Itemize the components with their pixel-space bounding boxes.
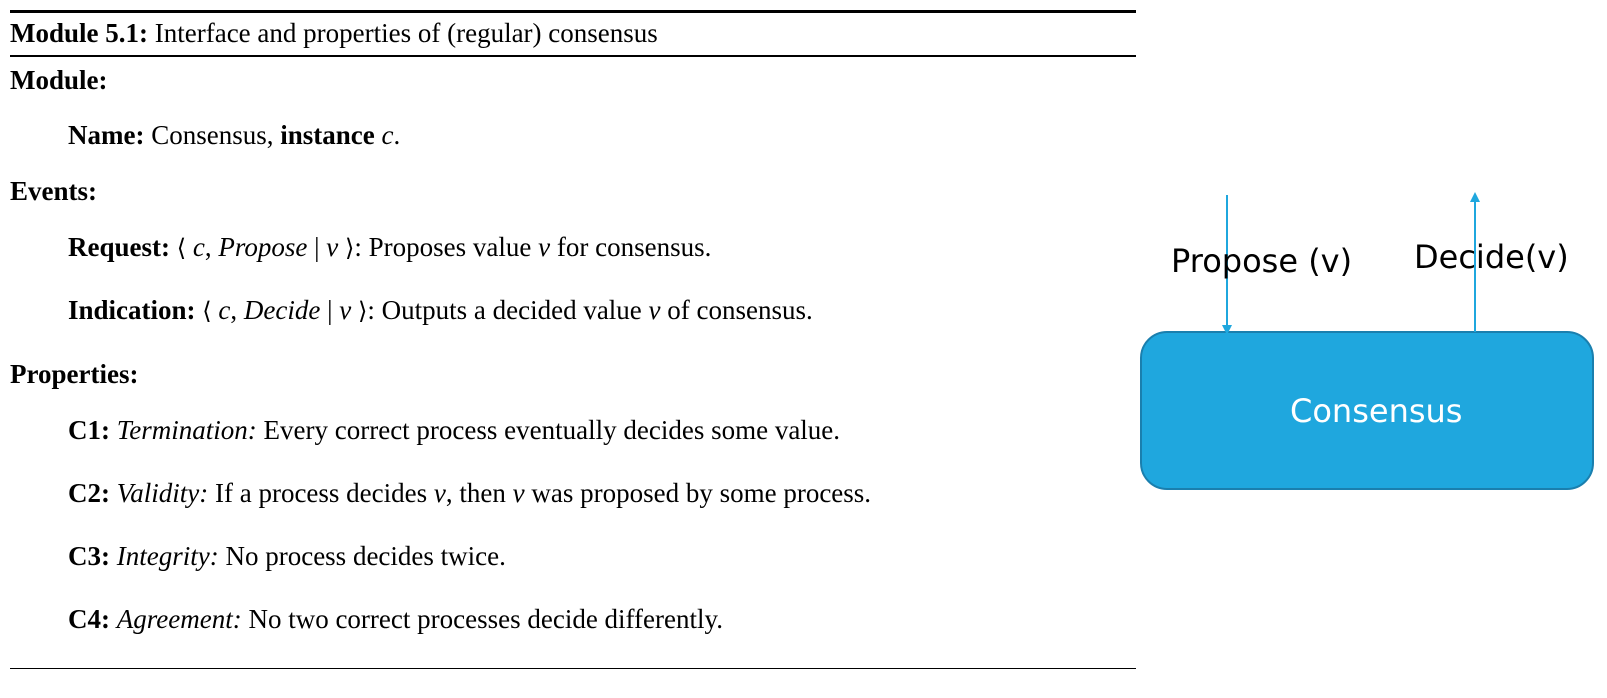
module-caption: Module 5.1: Interface and properties of …	[10, 13, 1136, 55]
instance-label: instance	[280, 119, 375, 150]
property-id: C2:	[68, 477, 110, 508]
indication-line: Indication: ⟨ c, Decide | v ⟩: Outputs a…	[68, 294, 813, 325]
module-heading: Module:	[10, 64, 108, 95]
property-text: Every correct process eventually decides…	[263, 414, 841, 445]
property-c3: C3: Integrity: No process decides twice.	[68, 539, 1136, 573]
top-rule	[10, 10, 1136, 13]
property-var-2: v	[512, 477, 525, 508]
instance-var: c	[381, 119, 394, 150]
property-var-1: v	[433, 477, 446, 508]
property-text-1: If a process decides	[214, 477, 428, 508]
request-label: Request:	[68, 231, 170, 262]
indication-event: Decide	[243, 294, 321, 325]
bottom-rule	[10, 667, 1136, 669]
property-id: C1:	[68, 414, 110, 445]
consensus-box-label: Consensus	[1290, 392, 1463, 430]
property-id: C3:	[68, 540, 110, 571]
indication-desc-2: of consensus.	[667, 294, 813, 325]
request-event: Propose	[218, 231, 308, 262]
consensus-box	[1140, 331, 1594, 490]
caption-number: Module 5.1:	[10, 18, 148, 48]
name-label: Name:	[68, 119, 145, 150]
request-desc-2: for consensus.	[556, 231, 712, 262]
property-text-2: , then	[445, 477, 506, 508]
indication-desc-1: Outputs a decided value	[381, 294, 642, 325]
property-text: No process decides twice.	[225, 540, 506, 571]
property-text: No two correct processes decide differen…	[248, 603, 724, 634]
request-line: Request: ⟨ c, Propose | v ⟩: Proposes va…	[68, 231, 712, 262]
request-var-v: v	[326, 231, 339, 262]
name-value: Consensus,	[151, 119, 274, 150]
indication-label: Indication:	[68, 294, 196, 325]
property-c1: C1: Termination: Every correct process e…	[68, 413, 1136, 447]
indication-desc-var: v	[648, 294, 661, 325]
propose-label: Propose (v)	[1171, 242, 1353, 280]
property-text-3: was proposed by some process.	[531, 477, 872, 508]
caption-rule	[10, 55, 1136, 57]
decide-label: Decide(v)	[1414, 238, 1569, 276]
property-name: Validity:	[116, 477, 209, 508]
events-heading: Events:	[10, 175, 97, 206]
property-name: Agreement:	[116, 603, 242, 634]
property-name: Integrity:	[116, 540, 219, 571]
property-id: C4:	[68, 603, 110, 634]
property-c4: C4: Agreement: No two correct processes …	[68, 602, 1136, 636]
request-desc-var: v	[538, 231, 551, 262]
request-desc-1: Proposes value	[368, 231, 532, 262]
indication-var-c: c	[218, 294, 231, 325]
diagram-svg	[1140, 192, 1594, 490]
property-name: Termination:	[116, 414, 257, 445]
request-var-c: c	[192, 231, 205, 262]
consensus-diagram: Propose (v) Decide(v) Consensus	[1130, 180, 1600, 510]
caption-text: Interface and properties of (regular) co…	[154, 18, 658, 48]
properties-heading: Properties:	[10, 358, 139, 389]
module-box: Module 5.1: Interface and properties of …	[10, 10, 1136, 669]
property-c2: C2: Validity: If a process decides v, th…	[68, 476, 1136, 510]
indication-var-v: v	[339, 294, 352, 325]
name-line: Name: Consensus, instance c.	[68, 119, 401, 150]
